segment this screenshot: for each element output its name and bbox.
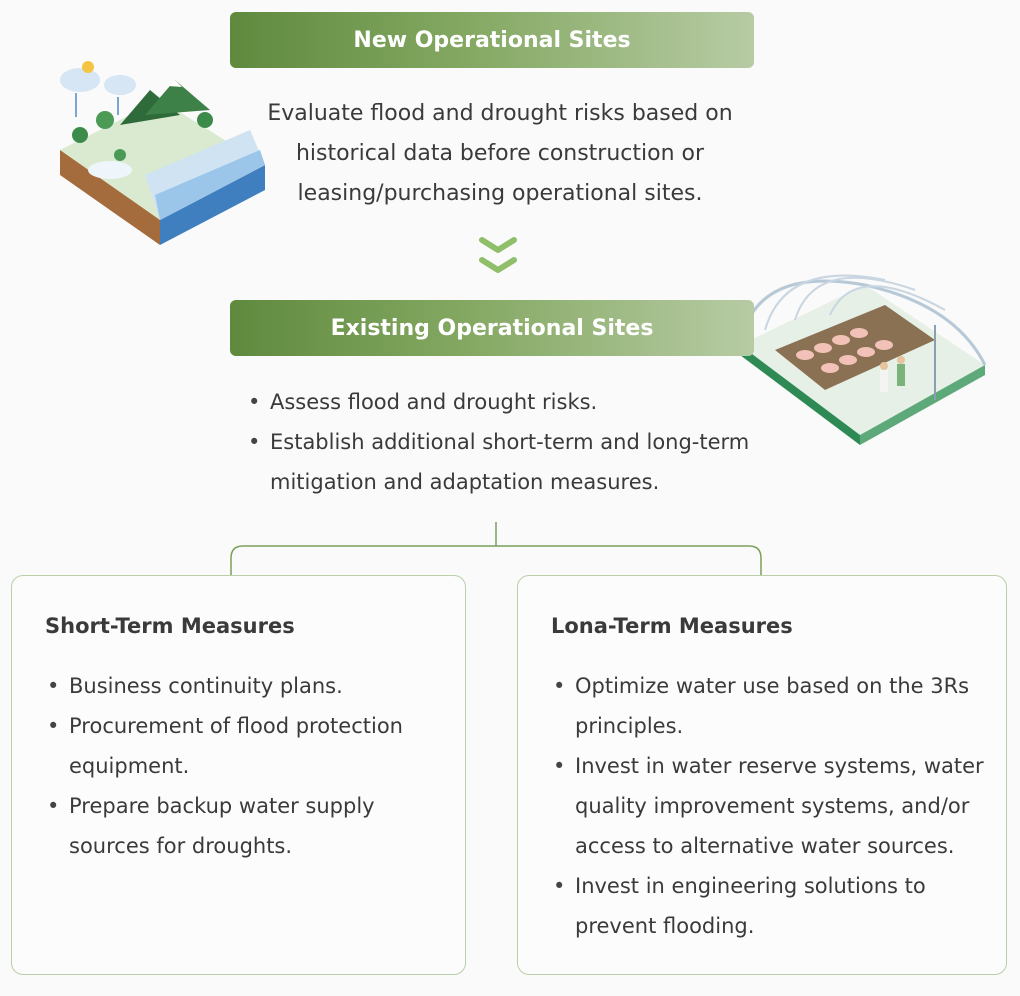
short-term-title: Short-Term Measures: [45, 614, 295, 638]
landscape-illustration: [50, 55, 270, 255]
new-sites-banner: New Operational Sites: [230, 12, 754, 68]
long-term-list: Optimize water use based on the 3Rs prin…: [551, 666, 986, 946]
long-term-title: Lona-Term Measures: [551, 614, 793, 638]
list-item: Procurement of flood protection equipmen…: [45, 706, 445, 786]
short-term-list: Business continuity plans. Procurement o…: [45, 666, 445, 866]
double-chevron-down-icon: [478, 234, 518, 278]
existing-sites-banner: Existing Operational Sites: [230, 300, 754, 356]
long-term-card: Lona-Term Measures Optimize water use ba…: [517, 575, 1007, 975]
new-sites-description: Evaluate flood and drought risks based o…: [267, 101, 733, 206]
list-item: Business continuity plans.: [45, 666, 445, 706]
list-item: Invest in water reserve systems, water q…: [551, 746, 986, 866]
greenhouse-livestock-illustration: [735, 250, 990, 455]
list-item: Optimize water use based on the 3Rs prin…: [551, 666, 986, 746]
existing-sites-list: Assess flood and drought risks. Establis…: [246, 382, 766, 502]
list-item: Prepare backup water supply sources for …: [45, 786, 445, 866]
list-item: Establish additional short-term and long…: [246, 422, 770, 502]
new-sites-title: New Operational Sites: [353, 27, 631, 53]
existing-sites-title: Existing Operational Sites: [330, 315, 654, 341]
short-term-card: Short-Term Measures Business continuity …: [11, 575, 466, 975]
tree-connector: [230, 522, 762, 575]
list-item: Invest in engineering solutions to preve…: [551, 866, 986, 946]
list-item: Assess flood and drought risks.: [246, 382, 766, 422]
